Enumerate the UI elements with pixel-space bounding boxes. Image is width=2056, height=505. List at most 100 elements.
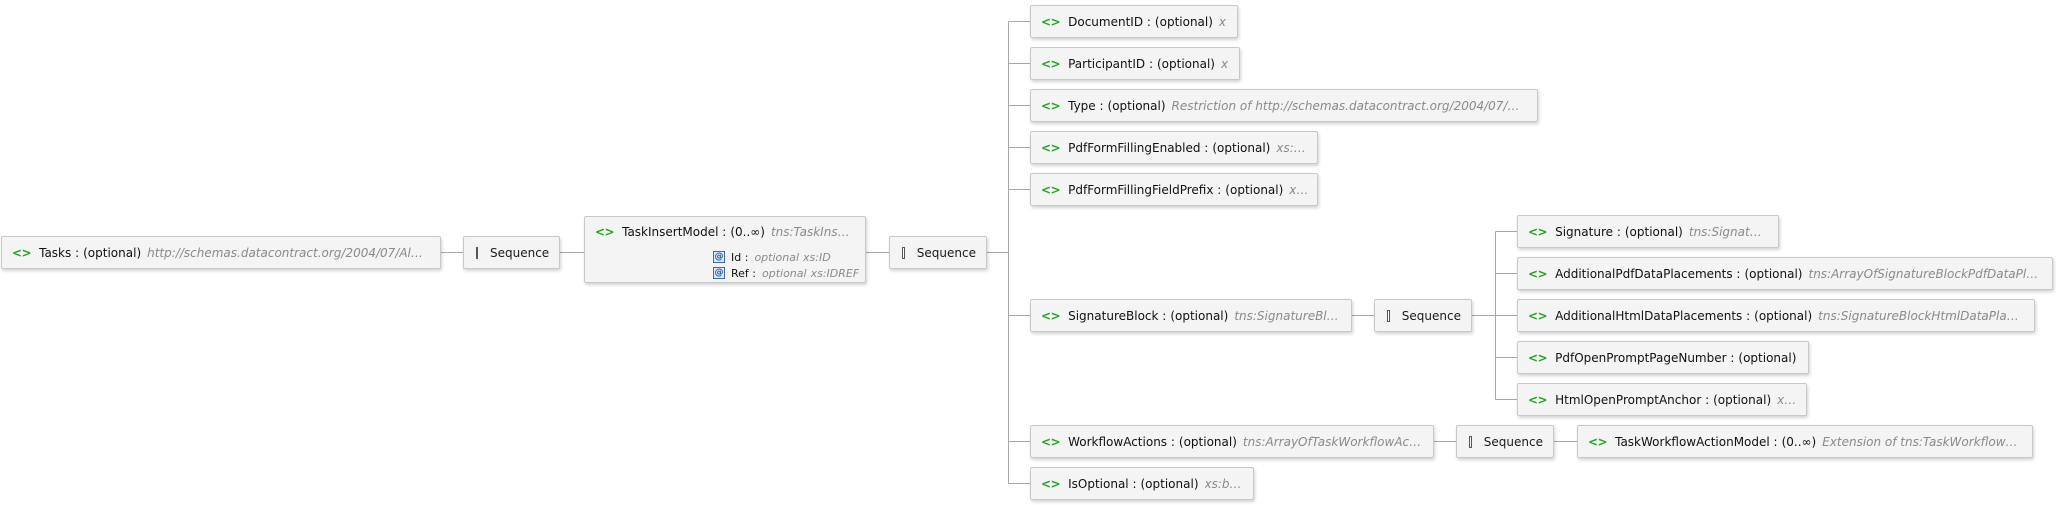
element-icon: <> [1041,140,1061,155]
sequence-label: Sequence [1483,434,1543,449]
element-node-signatureblock[interactable]: <> SignatureBlock : (optional) tns:Signa… [1030,299,1352,332]
element-name: TaskWorkflowActionModel : [1615,434,1778,449]
attribute-type: xs:ID [803,250,831,264]
element-type: tns:SignatureModel [1688,224,1768,239]
sequence-icon [902,246,905,259]
attribute-occurrence: optional [762,266,807,280]
element-icon: <> [1528,392,1548,407]
attribute-icon: @ [713,267,725,279]
attribute-name: Id : [731,250,749,264]
element-name: HtmlOpenPromptAnchor : [1555,392,1710,407]
element-occurrence: (optional) [1225,182,1284,197]
element-name: Type : [1068,98,1104,113]
element-icon: <> [12,245,32,260]
sequence-node-1[interactable]: Sequence [463,236,560,269]
attribute-id[interactable]: @ Id : optional xs:ID [713,249,859,265]
element-node-htmlopenpromptanchor[interactable]: <> HtmlOpenPromptAnchor : (optional) xs:… [1517,383,1807,416]
element-node-taskinsertmodel[interactable]: <> TaskInsertModel : (0..∞) tns:TaskInse… [584,216,866,283]
element-occurrence: (optional) [1212,140,1271,155]
element-node-signature[interactable]: <> Signature : (optional) tns:SignatureM… [1517,215,1779,248]
attribute-ref[interactable]: @ Ref : optional xs:IDREF [713,265,859,281]
element-type: xs:boolean [1204,476,1244,491]
element-occurrence: (0..∞) [1781,434,1817,449]
element-name: DocumentID : [1068,14,1151,29]
element-name: AdditionalPdfDataPlacements : [1555,266,1741,281]
element-occurrence: (0..∞) [730,225,765,239]
element-occurrence: (optional) [1738,350,1797,365]
element-occurrence: (optional) [1178,434,1237,449]
element-name: PdfFormFillingEnabled : [1068,140,1209,155]
element-icon: <> [1528,308,1548,323]
element-icon: <> [1041,14,1061,29]
element-type: xs:string [1289,182,1307,197]
attribute-list: @ Id : optional xs:ID @ Ref : optional x… [713,249,859,281]
element-node-participantid[interactable]: <> ParticipantID : (optional) xs:int [1030,47,1240,80]
element-name: PdfFormFillingFieldPrefix : [1068,182,1222,197]
element-occurrence: (optional) [83,245,142,260]
element-name: IsOptional : [1068,476,1137,491]
element-name: WorkflowActions : [1068,434,1175,449]
element-node-pdfformfillingfieldprefix[interactable]: <> PdfFormFillingFieldPrefix : (optional… [1030,173,1318,206]
element-type: tns:TaskInsertModel [770,225,855,239]
element-icon: <> [1041,56,1061,71]
element-icon: <> [1528,266,1548,281]
element-node-documentid[interactable]: <> DocumentID : (optional) xs:int [1030,5,1238,38]
element-icon: <> [1528,350,1548,365]
element-name: Tasks : [39,245,80,260]
sequence-label: Sequence [1401,308,1461,323]
element-occurrence: (optional) [1754,308,1813,323]
attribute-icon: @ [713,251,725,263]
element-node-additionalpdfdataplacements[interactable]: <> AdditionalPdfDataPlacements : (option… [1517,257,2053,290]
element-type: xs:boolean [1276,140,1307,155]
element-type: http://schemas.datacontract.org/2004/07/… [147,245,430,260]
element-icon: <> [595,225,615,239]
element-occurrence: (optional) [1140,476,1199,491]
element-name: ParticipantID : [1068,56,1153,71]
element-node-taskworkflowactionmodel[interactable]: <> TaskWorkflowActionModel : (0..∞) Exte… [1577,425,2033,458]
element-name: AdditionalHtmlDataPlacements : [1555,308,1751,323]
element-occurrence: (optional) [1713,392,1772,407]
element-type: Extension of tns:TaskWorkflowActionModel [1822,434,2022,449]
element-icon: <> [1041,476,1061,491]
sequence-icon [1469,435,1472,448]
element-type: xs:string [1777,392,1796,407]
element-icon: <> [1041,308,1061,323]
sequence-icon [476,246,478,259]
attribute-type: xs:IDREF [810,266,860,280]
element-occurrence: (optional) [1107,98,1166,113]
element-type: tns:SignatureBlockModel [1234,308,1341,323]
element-icon: <> [1041,98,1061,113]
element-type: xs:int [1218,14,1227,29]
sequence-node-4[interactable]: Sequence [1456,425,1554,458]
element-node-isoptional[interactable]: <> IsOptional : (optional) xs:boolean [1030,467,1254,500]
element-node-workflowactions[interactable]: <> WorkflowActions : (optional) tns:Arra… [1030,425,1434,458]
sequence-label: Sequence [916,245,976,260]
element-icon: <> [1528,224,1548,239]
sequence-node-2[interactable]: Sequence [889,236,987,269]
element-node-pdfopenpromptpagenumber[interactable]: <> PdfOpenPromptPageNumber : (optional) … [1517,341,1809,374]
sequence-node-3[interactable]: Sequence [1374,299,1472,332]
element-type: tns:ArrayOfTaskWorkflowActionModel [1242,434,1423,449]
attribute-name: Ref : [731,266,756,280]
element-node-tasks[interactable]: <> Tasks : (optional) http://schemas.dat… [1,236,441,269]
element-name: SignatureBlock : [1068,308,1167,323]
element-occurrence: (optional) [1744,266,1803,281]
element-type: xs:int [1220,56,1229,71]
element-name: TaskInsertModel : [622,225,727,239]
element-occurrence: (optional) [1624,224,1683,239]
element-name: Signature : [1555,224,1621,239]
sequence-label: Sequence [490,245,550,260]
element-icon: <> [1588,434,1608,449]
element-occurrence: (optional) [1170,308,1229,323]
attribute-occurrence: optional [754,250,800,264]
element-occurrence: (optional) [1156,56,1215,71]
element-node-pdfformfillingenabled[interactable]: <> PdfFormFillingEnabled : (optional) xs… [1030,131,1318,164]
sequence-icon [1387,309,1390,322]
element-icon: <> [1041,434,1061,449]
element-node-additionalhtmldataplacements[interactable]: <> AdditionalHtmlDataPlacements : (optio… [1517,299,2035,332]
element-type: tns:ArrayOfSignatureBlockPdfDataPlacemen… [1808,266,2042,281]
element-icon: <> [1041,182,1061,197]
element-node-type[interactable]: <> Type : (optional) Restriction of http… [1030,89,1538,122]
element-type: tns:SignatureBlockHtmlDataPlacementModel [1818,308,2024,323]
